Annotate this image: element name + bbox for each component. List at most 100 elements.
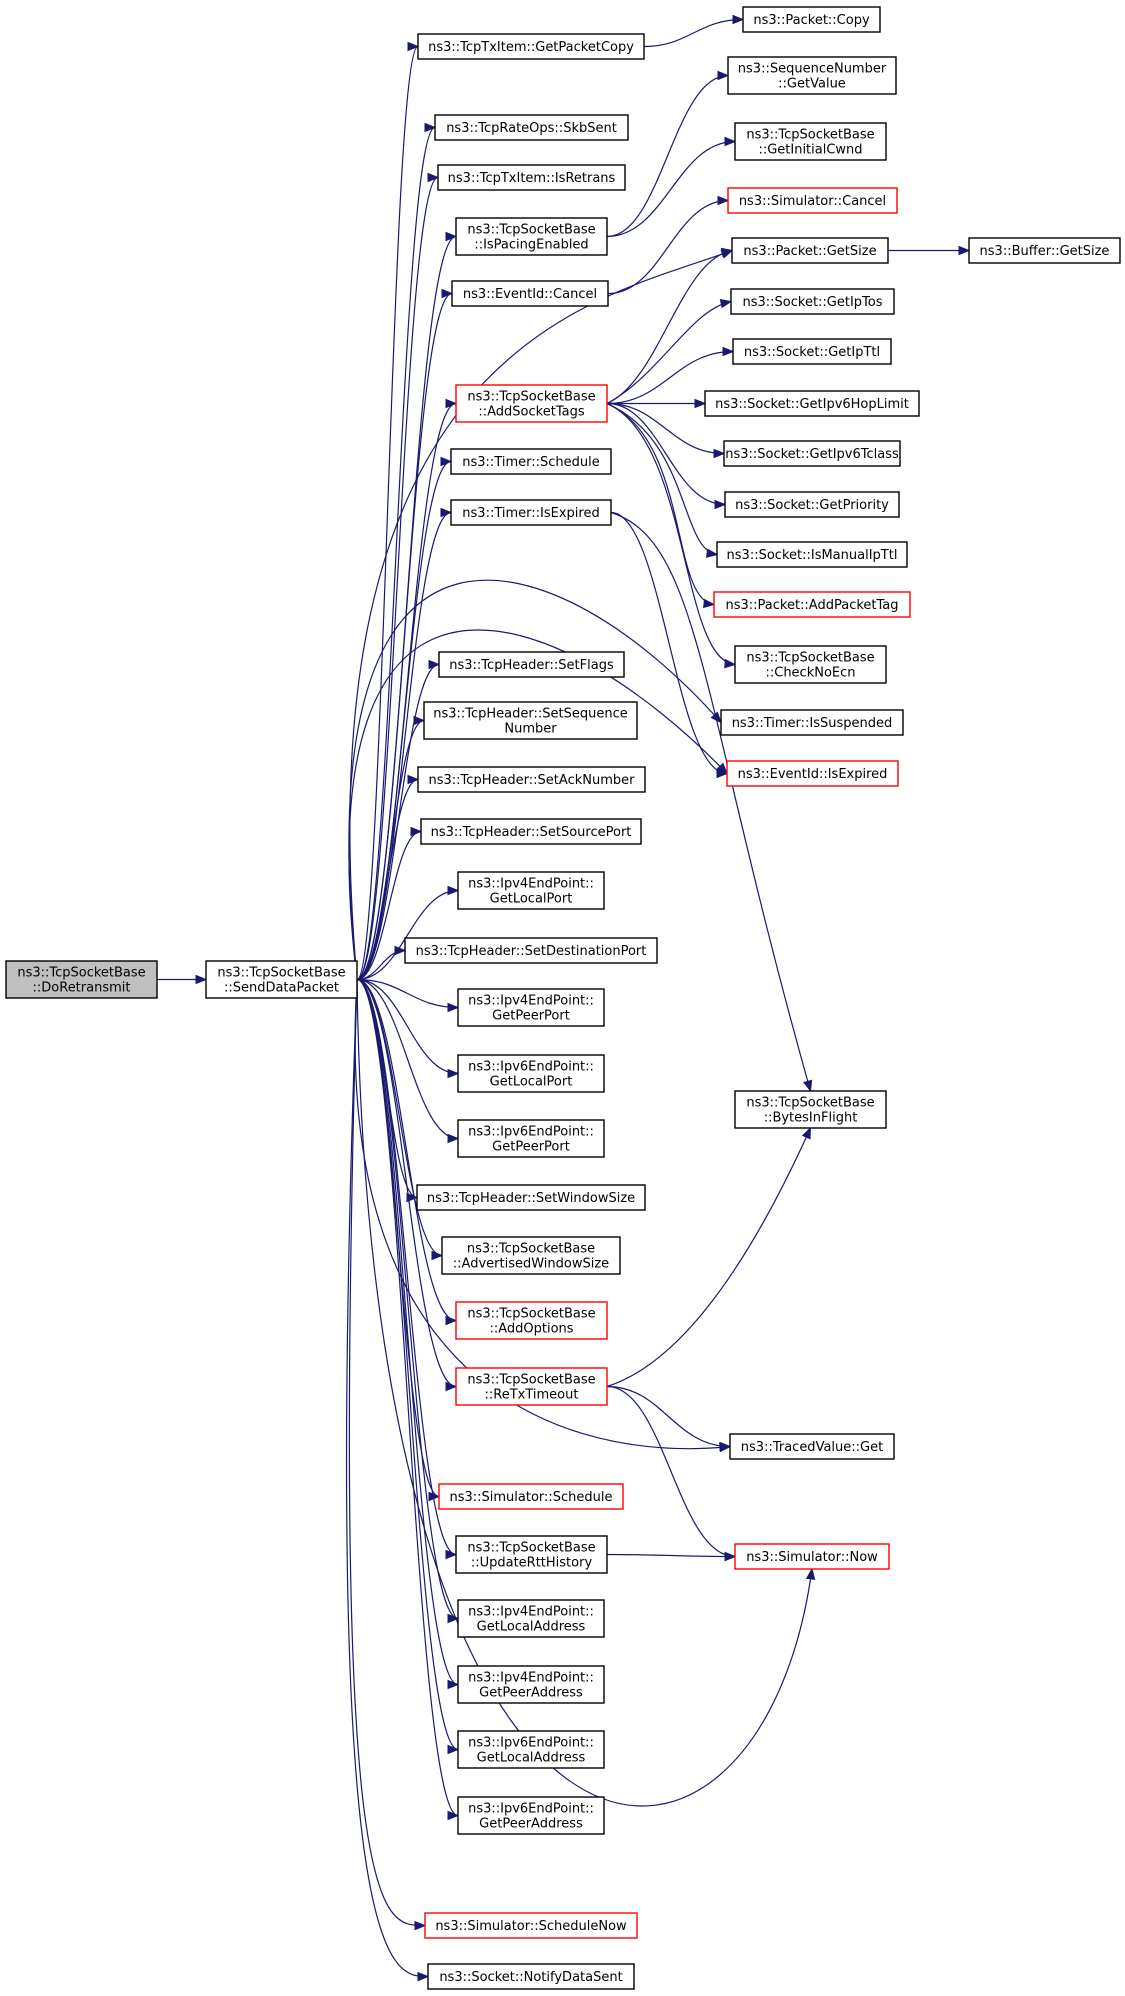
function-node-packet-addpackettag[interactable]: ns3::Packet::AddPacketTag (713, 591, 911, 618)
node-label-line: ns3::Timer::IsSuspended (732, 716, 893, 731)
function-node-socket-ismanualipttl[interactable]: ns3::Socket::IsManualIpTtl (716, 541, 908, 568)
node-label-line: GetPeerPort (492, 1009, 570, 1024)
function-node-tcprateops-skbsent[interactable]: ns3::TcpRateOps::SkbSent (434, 114, 629, 141)
function-node-simulator-now[interactable]: ns3::Simulator::Now (734, 1543, 890, 1570)
function-node-packet-getsize[interactable]: ns3::Packet::GetSize (731, 237, 889, 264)
function-node-setsourceport[interactable]: ns3::TcpHeader::SetSourcePort (420, 818, 642, 845)
call-edge (156, 974, 208, 985)
function-node-senddatapacket[interactable]: ns3::TcpSocketBase::SendDataPacket (205, 960, 358, 999)
function-node-tracedvalue-get[interactable]: ns3::TracedValue::Get (729, 1433, 895, 1460)
function-node-ipv6-getlocaladdress[interactable]: ns3::Ipv6EndPoint::GetLocalAddress (457, 1730, 605, 1769)
call-edge (348, 979, 427, 1931)
edge-arrowhead (447, 1133, 460, 1144)
function-node-timer-issuspended[interactable]: ns3::Timer::IsSuspended (720, 709, 904, 736)
call-edge (606, 402, 719, 558)
function-node-retxtimeout[interactable]: ns3::TcpSocketBase::ReTxTimeout (455, 1367, 608, 1406)
function-node-eventid-isexpired[interactable]: ns3::EventId::IsExpired (726, 760, 899, 787)
node-label-line: ns3::Socket::IsManualIpTtl (727, 548, 898, 563)
node-box (731, 237, 889, 264)
function-node-ipv4-getpeerport[interactable]: ns3::Ipv4EndPoint::GetPeerPort (457, 988, 605, 1027)
call-edge (610, 511, 729, 779)
function-node-packet-copy[interactable]: ns3::Packet::Copy (742, 6, 881, 33)
node-label-line: ::UpdateRttHistory (471, 1556, 593, 1571)
function-node-eventid-cancel[interactable]: ns3::EventId::Cancel (451, 280, 609, 307)
node-box (455, 384, 608, 423)
function-node-setdestinationport[interactable]: ns3::TcpHeader::SetDestinationPort (404, 937, 658, 964)
node-label-line: ns3::TcpSocketBase (746, 128, 874, 143)
function-node-socket-getipv6tclass[interactable]: ns3::Socket::GetIpv6Tclass (723, 440, 901, 467)
function-node-ipv4-getlocaladdress[interactable]: ns3::Ipv4EndPoint::GetLocalAddress (457, 1599, 605, 1638)
node-label-line: ns3::SequenceNumber (738, 62, 887, 77)
node-box (730, 288, 895, 315)
edge-line (356, 978, 457, 1322)
function-node-buffer-getsize[interactable]: ns3::Buffer::GetSize (968, 237, 1121, 264)
node-box (434, 114, 629, 141)
node-label-line: ns3::TcpTxItem::IsRetrans (448, 171, 616, 186)
edge-arrowhead (440, 507, 453, 518)
node-box (727, 187, 898, 214)
edge-line (606, 74, 729, 238)
function-node-ipv4-getlocalport[interactable]: ns3::Ipv4EndPoint::GetLocalPort (457, 871, 605, 910)
edge-line (607, 199, 729, 295)
function-node-tcptxitem-getpacketcopy[interactable]: ns3::TcpTxItem::GetPacketCopy (417, 33, 645, 60)
edge-line (610, 511, 728, 775)
function-node-ipv6-getpeerport[interactable]: ns3::Ipv6EndPoint::GetPeerPort (457, 1119, 605, 1158)
function-node-tcptxitem-isretrans[interactable]: ns3::TcpTxItem::IsRetrans (437, 164, 626, 191)
function-node-updatertthistory[interactable]: ns3::TcpSocketBase::UpdateRttHistory (455, 1535, 608, 1574)
node-label-line: ::IsPacingEnabled (474, 238, 588, 253)
function-node-doretransmit[interactable]: ns3::TcpSocketBase::DoRetransmit (5, 960, 158, 999)
node-label-line: ns3::EventId::Cancel (463, 287, 597, 302)
function-node-timer-isexpired[interactable]: ns3::Timer::IsExpired (450, 499, 612, 526)
node-label-line: ns3::Socket::GetIpv6Tclass (725, 447, 899, 462)
node-label-line: ns3::TcpSocketBase (217, 966, 345, 981)
function-node-timer-schedule[interactable]: ns3::Timer::Schedule (450, 448, 612, 475)
function-node-ipv4-getpeeraddress[interactable]: ns3::Ipv4EndPoint::GetPeerAddress (457, 1665, 605, 1704)
function-node-socket-getpriority[interactable]: ns3::Socket::GetPriority (724, 491, 900, 518)
function-node-ipv6-getpeeraddress[interactable]: ns3::Ipv6EndPoint::GetPeerAddress (457, 1796, 605, 1835)
edge-arrowhead (719, 1441, 732, 1452)
function-node-simulator-cancel[interactable]: ns3::Simulator::Cancel (727, 187, 898, 214)
function-node-getinitialcwnd[interactable]: ns3::TcpSocketBase::GetInitialCwnd (734, 122, 887, 161)
function-node-setacknumber[interactable]: ns3::TcpHeader::SetAckNumber (417, 766, 646, 793)
edge-arrowhead (805, 1567, 816, 1581)
node-box (457, 988, 605, 1027)
edge-line (356, 778, 419, 981)
call-edge (356, 978, 460, 1013)
edge-line (606, 140, 736, 238)
call-edge (606, 1126, 812, 1388)
function-node-simulator-schedulenow[interactable]: ns3::Simulator::ScheduleNow (424, 1912, 638, 1939)
function-node-socket-getiptos[interactable]: ns3::Socket::GetIpTos (730, 288, 895, 315)
node-label-line: ns3::TcpRateOps::SkbSent (446, 121, 617, 136)
node-label-line: ns3::Simulator::Schedule (449, 1490, 612, 1505)
function-node-checknoecn[interactable]: ns3::TcpSocketBase::CheckNoEcn (734, 645, 887, 684)
function-node-notifydatasent[interactable]: ns3::Socket::NotifyDataSent (427, 1963, 635, 1990)
function-node-addoptions[interactable]: ns3::TcpSocketBase::AddOptions (455, 1301, 608, 1340)
call-edge (610, 511, 813, 1093)
edge-arrowhead (703, 598, 716, 609)
function-node-ipv6-getlocalport[interactable]: ns3::Ipv6EndPoint::GetLocalPort (457, 1054, 605, 1093)
call-edge (606, 402, 726, 459)
function-node-setwindowsize[interactable]: ns3::TcpHeader::SetWindowSize (416, 1184, 646, 1211)
edge-arrowhead (441, 288, 454, 299)
edge-arrowhead (427, 172, 440, 183)
call-edge (356, 978, 458, 1392)
function-node-advertisedwindowsize[interactable]: ns3::TcpSocketBase::AdvertisedWindowSize (441, 1236, 621, 1275)
call-edge (356, 978, 460, 1690)
edge-arrowhead (447, 1002, 460, 1013)
function-node-bytesinflight[interactable]: ns3::TcpSocketBase::BytesInFlight (734, 1090, 887, 1129)
function-node-addsockettags[interactable]: ns3::TcpSocketBase::AddSocketTags (455, 384, 608, 423)
function-node-setflags[interactable]: ns3::TcpHeader::SetFlags (438, 651, 625, 678)
edge-line (356, 978, 459, 1140)
function-node-seq-getvalue[interactable]: ns3::SequenceNumber::GetValue (727, 56, 897, 95)
call-edge (345, 979, 430, 1982)
function-node-simulator-schedule[interactable]: ns3::Simulator::Schedule (438, 1483, 624, 1510)
function-node-ispacingenabled[interactable]: ns3::TcpSocketBase::IsPacingEnabled (455, 217, 608, 256)
node-box (720, 709, 904, 736)
function-node-socket-getipttl[interactable]: ns3::Socket::GetIpTtl (732, 338, 892, 365)
node-label-line: ns3::TcpSocketBase (467, 1307, 595, 1322)
function-node-socket-getipv6hoplimit[interactable]: ns3::Socket::GetIpv6HopLimit (704, 390, 920, 417)
edge-arrowhead (722, 346, 735, 357)
node-label-line: Number (504, 722, 557, 737)
node-box (457, 1796, 605, 1835)
